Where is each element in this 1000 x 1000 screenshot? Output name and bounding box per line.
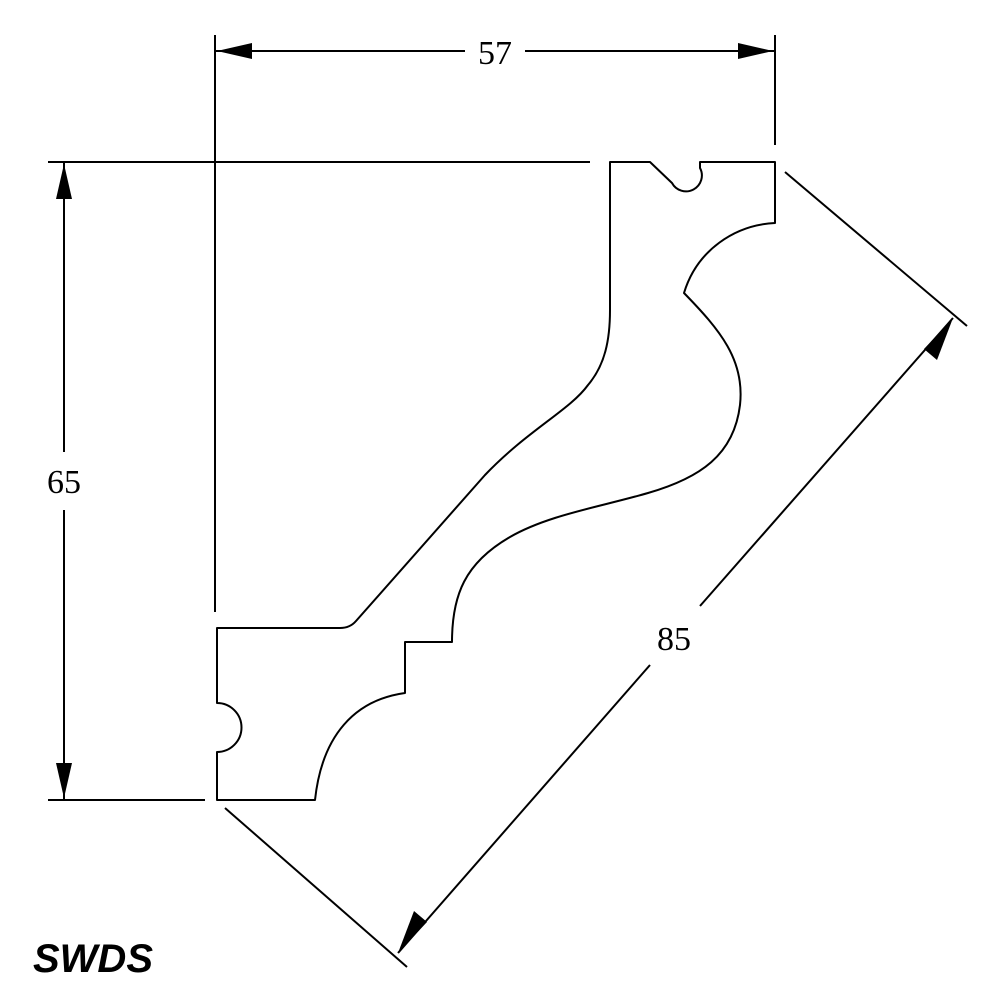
arrowhead-diagonal-upper [924, 318, 953, 360]
extension-lines [48, 35, 968, 968]
extension-line-lower-diagonal [224, 807, 408, 968]
arrowhead-width-left [217, 43, 252, 59]
dimension-height: 65 [47, 162, 81, 800]
dimension-diagonal: 85 [397, 317, 954, 954]
arrowhead-width-right [738, 43, 773, 59]
extension-line-upper-diagonal [784, 171, 968, 327]
dimension-label-diagonal: 85 [657, 621, 691, 658]
dimension-label-width: 57 [478, 35, 512, 72]
crown-moulding-profile [216, 161, 776, 801]
dimension-label-height: 65 [47, 464, 81, 501]
brand-logo-text: SWDS [33, 937, 153, 981]
arrowhead-height-bottom [56, 763, 72, 798]
dimension-width: 57 [215, 35, 775, 72]
arrowhead-height-top [56, 164, 72, 199]
dimension-line-diagonal-lower [397, 664, 651, 954]
arrowhead-diagonal-lower [398, 911, 427, 953]
dimension-line-diagonal-upper [699, 317, 954, 607]
